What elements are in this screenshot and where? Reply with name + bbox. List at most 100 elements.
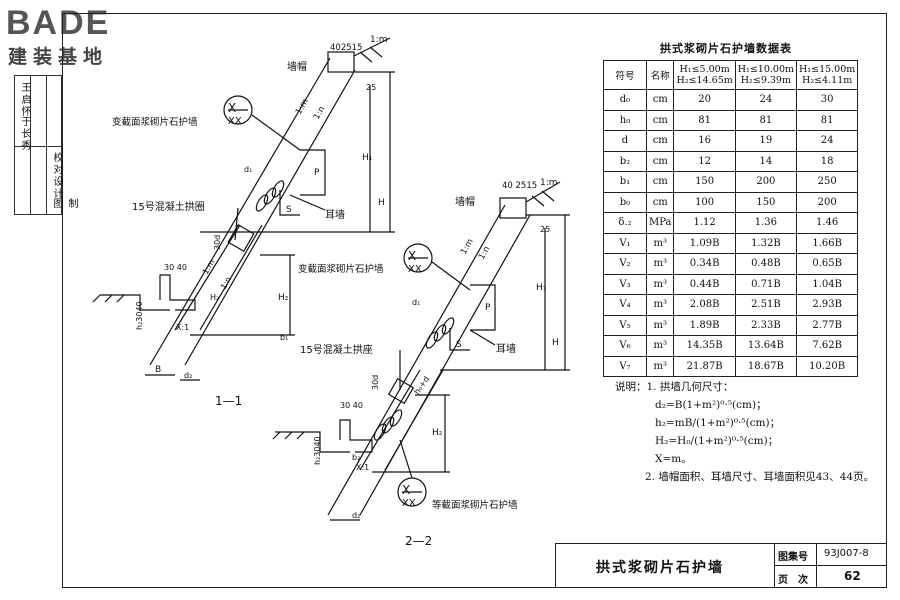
sec2-H1: H₁ — [536, 283, 547, 293]
brand-logo: BADE — [6, 4, 111, 42]
sec2-cap-label: 墙帽 — [455, 195, 475, 208]
sec1-arch-label: 15号混凝土拱圈 — [132, 200, 205, 213]
table-cell-v2: 250 — [796, 171, 859, 193]
table-cell-v2: 10.20B — [796, 355, 859, 377]
table-cell-v1: 19 — [734, 130, 798, 152]
table-cell-unit: m³ — [645, 294, 675, 316]
table-cell-v0: 14.35B — [673, 335, 736, 357]
table-cell-v1: 24 — [734, 89, 798, 111]
atlas-label: 图集号 — [778, 552, 808, 563]
table-cell-sym: V₇ — [603, 355, 647, 377]
table-cell-unit: m³ — [645, 273, 675, 295]
formula-2: h₂=mB/(1+m²)⁰·⁵(cm)； — [655, 417, 781, 429]
notes-block: 说明：1. 拱墙几何尺寸： d₂=B(1+m²)⁰·⁵(cm)； h₂=mB/(… — [615, 378, 874, 486]
sec2-top-slope: 1:m — [540, 178, 558, 188]
sec2-S: S — [456, 340, 462, 350]
sec2-30d: 30d — [371, 375, 380, 390]
formula-4: X=m。 — [655, 453, 692, 465]
table-cell-sym: h₀ — [603, 109, 647, 131]
table-cell-v0: 0.44B — [673, 273, 736, 295]
sec1-H2z: H₂ — [210, 293, 219, 302]
table-cell-v2: 30 — [796, 89, 859, 111]
drawing-frame — [62, 13, 887, 588]
table-cell-v0: 16 — [673, 130, 736, 152]
signoff-role-2: 设计 — [51, 176, 62, 200]
table-cell-v0: 1.89B — [673, 314, 736, 336]
table-cell-v1: 13.64B — [734, 335, 798, 357]
table-cell-v1: 1.32B — [734, 232, 798, 254]
sec1-3040: 30 40 — [164, 263, 187, 272]
table-cell-unit: cm — [645, 171, 675, 193]
table-cell-v0: 100 — [673, 191, 736, 213]
sec1-h3040: h₂3040 — [135, 301, 144, 330]
page-label: 页 次 — [778, 575, 808, 586]
table-cell-v1: 18.67B — [734, 355, 798, 377]
table-cell-v2: 24 — [796, 130, 859, 152]
table-cell-sym: b₁ — [603, 171, 647, 193]
section-2-2 — [272, 181, 570, 521]
table-cell-v1: 2.51B — [734, 294, 798, 316]
sec1-x1: X:1 — [176, 323, 189, 332]
table-cell-sym: b₀ — [603, 191, 647, 213]
signoff-role-3: 制图 — [51, 198, 77, 210]
atlas-number: 93J007-8 — [824, 548, 869, 559]
sec2-d1: d₁ — [412, 298, 420, 307]
table-cell-unit: cm — [645, 150, 675, 172]
table-cell-unit: m³ — [645, 232, 675, 254]
table-cell-v0: 0.34B — [673, 253, 736, 275]
sec2-marker-x: X — [408, 249, 416, 263]
sec2-var-wall-label: 变截面浆砌片石护墙 — [298, 263, 384, 275]
sec2-H: H — [552, 338, 559, 348]
table-cell-sym: δ.₂ — [603, 212, 647, 234]
formula-3: H₂=H₀/(1+m²)⁰·⁵(cm)； — [655, 435, 779, 447]
sec1-S: S — [286, 205, 292, 215]
signoff-role-1: 校对 — [51, 152, 62, 176]
table-cell-v1: 1.36 — [734, 212, 798, 234]
table-cell-v0: 2.08B — [673, 294, 736, 316]
sec1-H1: H₁ — [362, 153, 373, 163]
sec1-P: P — [314, 168, 320, 178]
sec2-3040: 30 40 — [340, 401, 363, 410]
sec2-marker-x2: X — [402, 483, 410, 497]
table-cell-v2: 2.77B — [796, 314, 859, 336]
sec1-b1: b₁ — [280, 333, 288, 342]
sec1-H2: H₂ — [278, 293, 289, 303]
table-cell-sym: V₃ — [603, 273, 647, 295]
table-cell-sym: d₀ — [603, 89, 647, 111]
table-cell-sym: V₅ — [603, 314, 647, 336]
sec2-arch-label: 15号混凝土拱座 — [300, 343, 373, 356]
table-cell-v0: 81 — [673, 109, 736, 131]
table-cell-unit: cm — [645, 191, 675, 213]
sec1-ear-label: 耳墙 — [325, 208, 345, 221]
section-1-label: 1—1 — [215, 394, 242, 408]
table-cell-unit: m³ — [645, 335, 675, 357]
table-cell-v0: 20 — [673, 89, 736, 111]
table-cell-v2: 0.65B — [796, 253, 859, 275]
signoff-block: 王启怀 于长秀 校对 设计 制图 — [14, 75, 77, 215]
sec2-h3040: h₂3040 — [313, 436, 322, 465]
table-cell-v0: 12 — [673, 150, 736, 172]
table-cell-unit: m³ — [645, 253, 675, 275]
section-2-label: 2—2 — [405, 534, 432, 548]
sec1-cap-label: 墙帽 — [287, 60, 307, 73]
sec2-b2: b₂ — [352, 453, 360, 462]
table-cell-v1: 0.71B — [734, 273, 798, 295]
sec1-slope-m: 1:m — [294, 97, 311, 116]
table-cell-v2: 200 — [796, 191, 859, 213]
table-cell-v1: 0.48B — [734, 253, 798, 275]
